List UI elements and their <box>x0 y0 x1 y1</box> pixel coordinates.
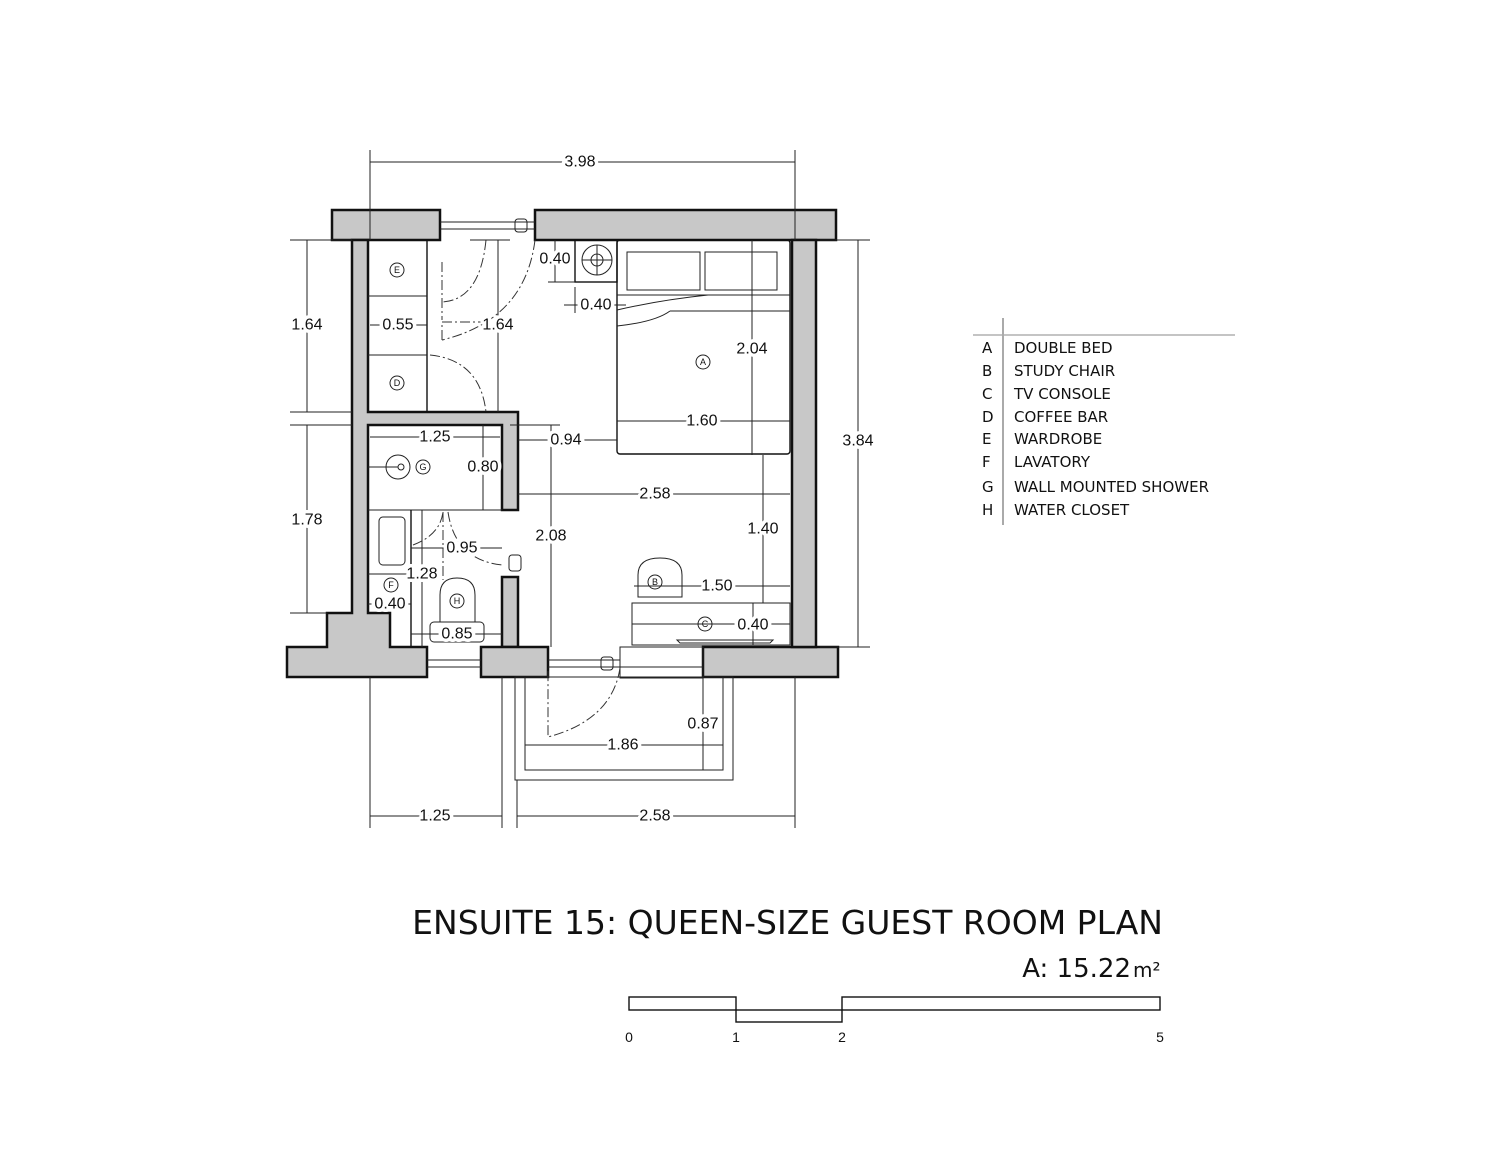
dim-wc-clearance: 0.85 <box>441 626 472 643</box>
plan-title: ENSUITE 15: QUEEN-SIZE GUEST ROOM PLAN <box>412 903 1163 942</box>
dim-room-lower-depth: 2.08 <box>535 528 566 545</box>
scale-tick-0: 0 <box>625 1029 633 1045</box>
dim-wc-width: 0.95 <box>446 540 477 557</box>
tag-shower: G <box>419 462 426 472</box>
dim-room-width: 2.58 <box>639 486 670 503</box>
wall-bottom-right <box>701 645 840 679</box>
dim-tv-length: 1.50 <box>701 578 732 595</box>
dim-tv-depth: 0.40 <box>737 617 768 634</box>
dim-nightstand-width: 0.40 <box>580 297 611 314</box>
dim-lavatory-depth: 0.40 <box>374 596 405 613</box>
dim-balcony-depth: 0.87 <box>687 716 718 733</box>
dim-total-depth: 3.84 <box>842 433 873 450</box>
wall-left <box>285 238 520 679</box>
dim-shower-width: 1.25 <box>419 429 450 446</box>
dim-nightstand-depth: 0.40 <box>539 251 570 268</box>
openings <box>412 218 704 738</box>
door-handle-icon <box>514 218 528 233</box>
dim-wc-depth: 1.28 <box>406 566 437 583</box>
tag-coffee-bar: D <box>394 378 401 388</box>
wall-top-right <box>533 208 838 242</box>
tag-wardrobe: E <box>394 265 400 275</box>
legend-label: TV CONSOLE <box>1013 385 1111 403</box>
lavatory-basin <box>378 516 406 566</box>
legend-label: WALL MOUNTED SHOWER <box>1014 478 1209 496</box>
walls <box>285 208 840 679</box>
legend-key: A <box>982 339 993 357</box>
legend-key: B <box>982 362 992 380</box>
dim-bed-to-tv: 1.40 <box>747 521 778 538</box>
legend-label: WATER CLOSET <box>1014 501 1130 519</box>
tag-tv: C <box>702 619 709 629</box>
legend-label: DOUBLE BED <box>1014 339 1113 357</box>
dim-bed-clearance: 0.94 <box>550 432 581 449</box>
wall-bath-lower <box>500 575 520 649</box>
dim-bed-length: 2.04 <box>736 341 767 358</box>
tag-bed: A <box>700 357 706 367</box>
scale-tick-1: 1 <box>732 1029 740 1045</box>
legend-key: G <box>982 478 994 496</box>
floor-area: A: 15.22 <box>1022 954 1131 984</box>
legend-key: D <box>982 408 994 426</box>
dim-wardrobe-height: 1.64 <box>291 317 322 334</box>
wardrobe-unit <box>368 240 428 412</box>
study-chair <box>637 557 683 598</box>
legend-label: LAVATORY <box>1014 453 1091 471</box>
floor-area-unit: m² <box>1133 958 1161 982</box>
double-bed <box>574 239 791 455</box>
dim-bed-width: 1.60 <box>686 413 717 430</box>
bathroom <box>368 454 502 647</box>
tag-chair: B <box>652 577 658 587</box>
furniture-tags: A B C D E F G H <box>383 262 713 632</box>
legend-key: H <box>982 501 993 519</box>
dimension-labels: 3.98 1.64 0.55 1.64 0.40 0.40 2.04 1.60 … <box>288 150 877 828</box>
legend: A DOUBLE BED B STUDY CHAIR C TV CONSOLE D COFFE… <box>973 318 1235 525</box>
dimension-lines <box>290 150 870 828</box>
scale-bar: 0 1 2 5 <box>625 996 1164 1045</box>
legend-key: C <box>982 385 992 403</box>
water-closet <box>439 577 476 623</box>
tag-lavatory: F <box>388 580 394 590</box>
dim-wardrobe-depth: 0.55 <box>382 317 413 334</box>
dim-bottom-bath-width: 1.25 <box>419 808 450 825</box>
legend-label: WARDROBE <box>1014 430 1102 448</box>
pillow <box>704 251 778 291</box>
dim-balcony-width: 1.86 <box>607 737 638 754</box>
dim-corridor-length: 1.64 <box>482 317 513 334</box>
wall-right <box>790 238 818 649</box>
legend-key: E <box>982 430 991 448</box>
tag-wc: H <box>454 596 461 606</box>
wall-bottom-mid <box>479 645 550 679</box>
nightstand <box>574 239 618 283</box>
door-handle-icon <box>600 656 614 671</box>
legend-key: F <box>982 453 991 471</box>
balcony-inner <box>524 676 724 771</box>
door-handle-icon <box>508 554 522 572</box>
wall-top-left <box>330 208 442 242</box>
scale-tick-5: 5 <box>1156 1029 1164 1045</box>
scale-tick-2: 2 <box>838 1029 846 1045</box>
dim-shower-depth: 0.80 <box>467 459 498 476</box>
legend-label: STUDY CHAIR <box>1014 362 1115 380</box>
dim-bath-height: 1.78 <box>291 512 322 529</box>
legend-label: COFFEE BAR <box>1014 408 1108 426</box>
pillow <box>626 251 701 291</box>
dim-bottom-room-width: 2.58 <box>639 808 670 825</box>
dim-total-width: 3.98 <box>564 154 595 171</box>
